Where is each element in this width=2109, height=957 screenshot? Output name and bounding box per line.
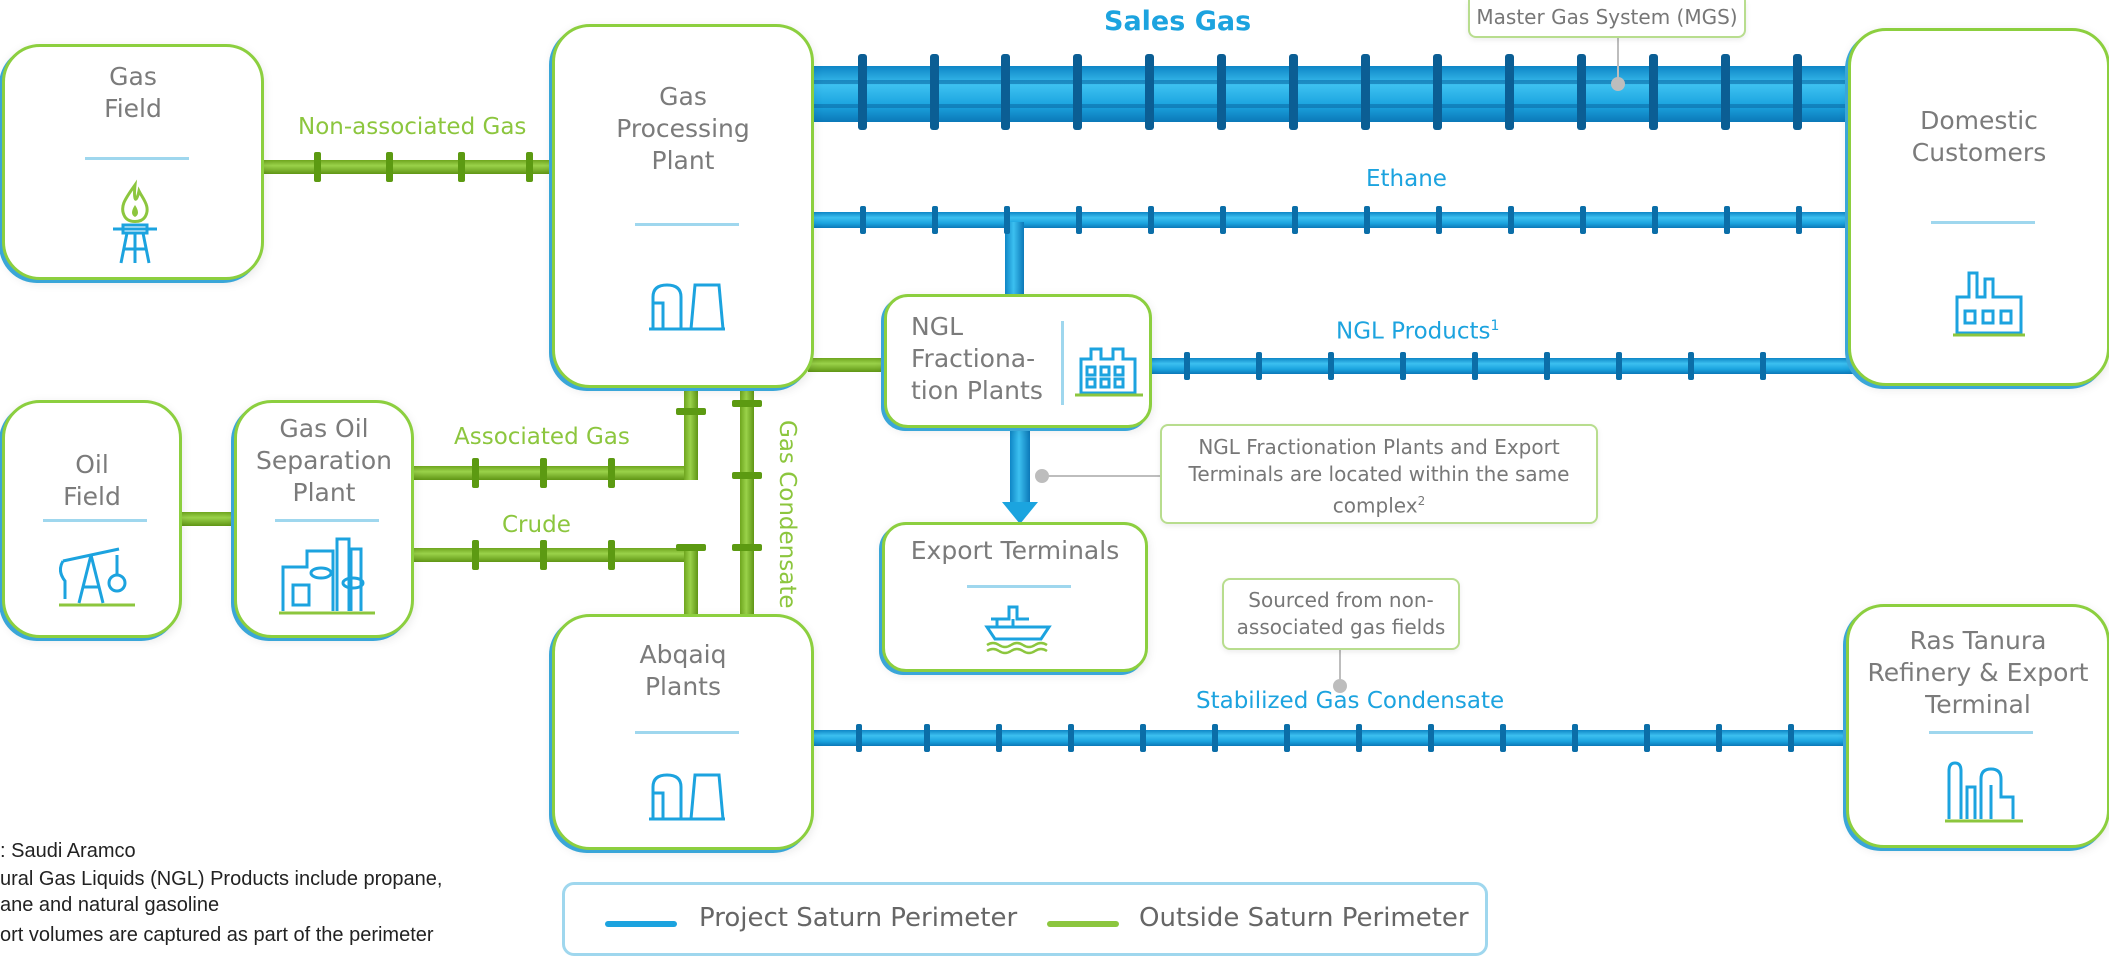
legend-outside-label: Outside Saturn Perimeter bbox=[1139, 903, 1469, 933]
ngl-plant-icon bbox=[1075, 347, 1143, 397]
ras-tanura-title: Ras Tanura Refinery & Export Terminal bbox=[1867, 626, 2089, 719]
factory-icon bbox=[1953, 271, 2025, 337]
separation-plant-icon bbox=[279, 537, 375, 615]
legend: Project Saturn Perimeter Outside Saturn … bbox=[562, 882, 1488, 956]
node-divider bbox=[1061, 321, 1064, 405]
gpp-to-ngl-pipeline bbox=[808, 358, 886, 372]
sales-gas-label: Sales Gas bbox=[1104, 6, 1252, 37]
non-associated-gas-label: Non-associated Gas bbox=[298, 114, 527, 140]
gas-field-node: Gas Field bbox=[2, 44, 264, 280]
export-terminals-title: Export Terminals bbox=[910, 536, 1120, 565]
oil-to-gosp-pipeline bbox=[180, 512, 235, 526]
node-divider bbox=[275, 519, 379, 522]
ngl-fractionation-plants-node: NGL Fractiona- tion Plants bbox=[884, 294, 1152, 428]
non-associated-gas-pipeline bbox=[262, 152, 552, 182]
pumpjack-icon bbox=[59, 547, 135, 607]
mgs-callout: Master Gas System (MGS) bbox=[1468, 0, 1746, 38]
node-divider bbox=[635, 731, 739, 734]
footnote-1: ural Gas Liquids (NGL) Products include … bbox=[0, 868, 443, 890]
gas-flare-icon bbox=[113, 179, 157, 264]
associated-gas-pipeline bbox=[412, 390, 706, 488]
domestic-customers-title: Domestic Customers bbox=[1911, 106, 2047, 167]
node-divider bbox=[1931, 221, 2035, 224]
node-divider bbox=[967, 585, 1071, 588]
node-divider bbox=[43, 519, 147, 522]
legend-project-label: Project Saturn Perimeter bbox=[699, 903, 1018, 933]
gas-processing-plant-title: Gas Processing Plant bbox=[616, 82, 750, 175]
ngl-to-export-arrow bbox=[1002, 426, 1038, 524]
domestic-customers-node: Domestic Customers bbox=[1848, 28, 2109, 386]
sourced-callout: Sourced from non- associated gas fields bbox=[1222, 578, 1460, 650]
gas-condensate-pipeline bbox=[732, 390, 762, 614]
refinery-icon bbox=[1945, 761, 2023, 823]
ngl-products-pipeline bbox=[1150, 352, 1870, 380]
node-divider bbox=[1929, 731, 2033, 734]
ethane-label: Ethane bbox=[1366, 166, 1447, 192]
ngl-location-callout: NGL Fractionation Plants and Export Term… bbox=[1160, 424, 1598, 524]
crude-pipeline bbox=[412, 540, 706, 614]
ship-icon bbox=[984, 605, 1052, 655]
storage-tanks-icon bbox=[649, 283, 725, 331]
gas-oil-separation-plant-node: Gas Oil Separation Plant bbox=[234, 400, 414, 638]
stabilized-gas-condensate-label: Stabilized Gas Condensate bbox=[1196, 688, 1505, 714]
node-divider bbox=[635, 223, 739, 226]
abqaiq-plants-title: Abqaiq Plants bbox=[639, 640, 727, 701]
footnote-source: : Saudi Aramco bbox=[0, 840, 136, 862]
sales-gas-pipeline bbox=[808, 54, 1848, 130]
gas-oil-separation-plant-title: Gas Oil Separation Plant bbox=[256, 414, 392, 507]
node-divider bbox=[85, 157, 189, 160]
footnote-1-cont: ane and natural gasoline bbox=[0, 894, 220, 916]
storage-tanks-icon bbox=[649, 773, 725, 821]
gas-condensate-label: Gas Condensate bbox=[774, 420, 800, 609]
gas-processing-plant-node: Gas Processing Plant bbox=[552, 24, 814, 388]
ethane-pipeline bbox=[808, 206, 1848, 312]
ngl-fractionation-plants-title: NGL Fractiona- tion Plants bbox=[911, 312, 1043, 405]
legend-outside-swatch bbox=[1047, 921, 1119, 927]
export-terminals-node: Export Terminals bbox=[882, 522, 1148, 672]
abqaiq-plants-node: Abqaiq Plants bbox=[552, 614, 814, 850]
associated-gas-label: Associated Gas bbox=[454, 424, 630, 450]
ras-tanura-node: Ras Tanura Refinery & Export Terminal bbox=[1846, 604, 2109, 848]
footnote-2: ort volumes are captured as part of the … bbox=[0, 924, 434, 946]
gas-field-title: Gas Field bbox=[104, 62, 162, 123]
ngl-products-label: NGL Products1 bbox=[1336, 318, 1500, 345]
crude-label: Crude bbox=[502, 512, 571, 538]
callout-leaders bbox=[1035, 36, 1625, 693]
stabilized-gas-condensate-pipeline bbox=[808, 724, 1848, 752]
legend-project-swatch bbox=[605, 921, 677, 927]
oil-field-node: Oil Field bbox=[2, 400, 182, 638]
oil-field-title: Oil Field bbox=[63, 450, 121, 511]
